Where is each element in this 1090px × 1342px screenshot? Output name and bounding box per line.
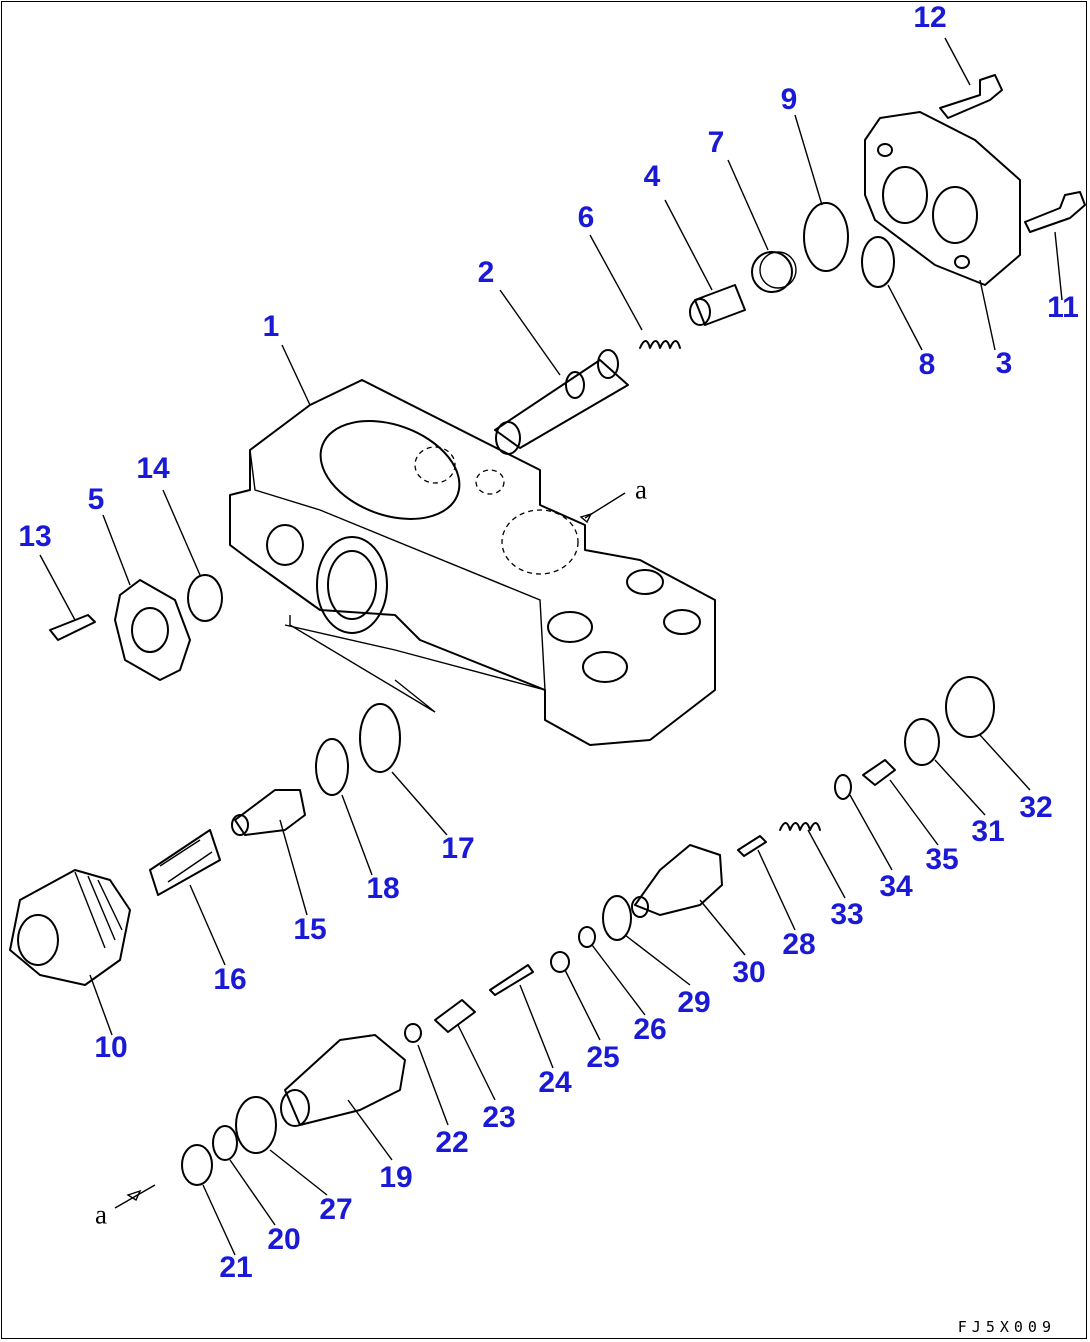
sleeve-part-19 <box>280 1034 406 1127</box>
callout-34: 34 <box>879 870 913 903</box>
spool-part-2 <box>494 349 629 455</box>
callout-12: 12 <box>913 1 947 34</box>
callout-17: 17 <box>441 832 475 865</box>
callout-15: 15 <box>293 913 327 946</box>
callout-1: 1 <box>262 310 280 343</box>
callout-14: 14 <box>136 452 170 485</box>
spring-part-7 <box>751 251 797 293</box>
callout-18: 18 <box>366 872 400 905</box>
valve-body-part-1 <box>229 379 716 746</box>
callout-5: 5 <box>87 483 105 516</box>
callout-3: 3 <box>995 347 1013 380</box>
callout-27: 27 <box>319 1193 353 1226</box>
callout-2: 2 <box>477 256 495 289</box>
o-ring-part-9 <box>803 202 849 272</box>
o-ring-part-18 <box>315 738 349 796</box>
callout-11: 11 <box>1047 291 1079 324</box>
callout-4: 4 <box>643 160 661 193</box>
spring-part-33 <box>779 822 821 831</box>
callout-29: 29 <box>677 986 711 1019</box>
nut-part-26 <box>578 926 596 948</box>
callout-8: 8 <box>918 348 936 381</box>
callout-24: 24 <box>538 1066 572 1099</box>
plug-part-35 <box>862 759 896 786</box>
o-ring-part-17 <box>359 703 401 773</box>
ring-part-20 <box>212 1125 238 1161</box>
poppet-part-28 <box>737 835 767 857</box>
o-ring-part-34 <box>834 774 852 800</box>
bolt-part-11 <box>1024 191 1086 233</box>
callout-31: 31 <box>971 815 1005 848</box>
callout-20: 20 <box>267 1223 301 1256</box>
callout-6: 6 <box>577 201 595 234</box>
cover-part-3 <box>864 111 1021 286</box>
o-ring-part-8 <box>861 236 895 288</box>
callout-13: 13 <box>18 520 52 553</box>
callout-26: 26 <box>633 1013 667 1046</box>
view-reference-a-top: a <box>635 474 647 505</box>
spring-part-25 <box>550 951 570 973</box>
figure-code: FJ5X009 <box>957 1318 1056 1336</box>
collar-part-23 <box>434 999 476 1033</box>
callout-28: 28 <box>782 928 816 961</box>
callout-23: 23 <box>482 1101 516 1134</box>
callout-7: 7 <box>707 126 725 159</box>
ring-part-21 <box>181 1144 213 1186</box>
callout-25: 25 <box>586 1041 620 1074</box>
callout-16: 16 <box>213 963 247 996</box>
o-ring-part-14 <box>187 574 223 622</box>
washer-part-22 <box>404 1023 422 1043</box>
piston-part-15 <box>231 789 306 836</box>
callout-22: 22 <box>435 1126 469 1159</box>
spring-part-16 <box>149 829 221 896</box>
o-ring-part-29 <box>602 895 632 941</box>
callout-9: 9 <box>780 83 798 116</box>
callout-33: 33 <box>830 898 864 931</box>
view-reference-a-bottom: a <box>95 1199 107 1230</box>
piston-part-4 <box>689 284 746 326</box>
callout-35: 35 <box>925 843 959 876</box>
o-ring-part-27 <box>235 1096 277 1154</box>
bolt-part-13 <box>49 614 96 641</box>
pin-part-24 <box>489 964 534 996</box>
cap-part-32 <box>945 676 995 738</box>
nut-part-31 <box>904 718 940 766</box>
callout-21: 21 <box>219 1251 253 1284</box>
flange-part-5 <box>114 579 191 681</box>
plug-part-10 <box>9 869 131 986</box>
callout-30: 30 <box>732 956 766 989</box>
bolt-part-12 <box>939 74 1003 119</box>
leader-lines <box>39 37 1063 1256</box>
callout-32: 32 <box>1019 791 1053 824</box>
spring-part-6 <box>639 340 681 349</box>
callout-10: 10 <box>94 1031 128 1064</box>
callout-19: 19 <box>379 1161 413 1194</box>
valve-part-30 <box>631 844 723 918</box>
